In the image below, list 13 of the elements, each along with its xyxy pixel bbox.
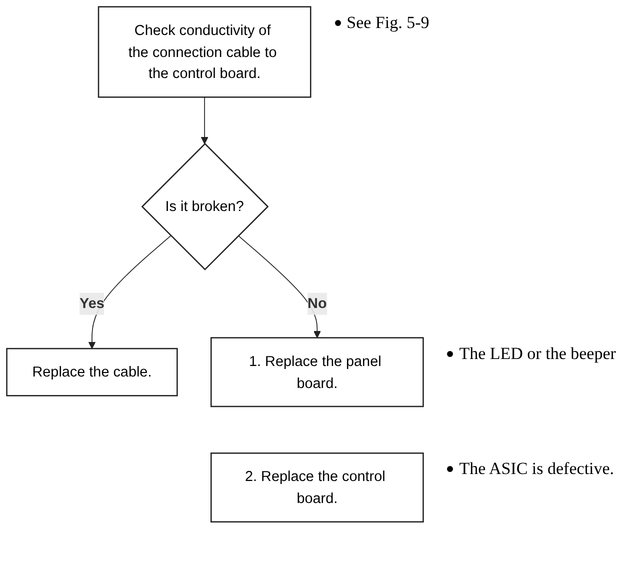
note-text: See Fig. 5-9 [346,12,430,33]
arrow [88,235,172,349]
arrow [200,96,208,144]
node-box: 1. Replace the panel board. [210,337,424,408]
node-diamond: Is it broken? [141,142,269,270]
node-box: Replace the cable. [6,348,178,396]
edge-label: No [308,295,327,312]
node-box: Check conductivity of the connection cable to the control board. [98,6,312,98]
edge-label: Yes [80,295,104,312]
note-text: The ASIC is defective. [459,459,614,480]
note-text: The LED or the beeper [459,344,616,364]
arrow [238,235,321,338]
node-box: 2. Replace the control board. [210,452,424,522]
